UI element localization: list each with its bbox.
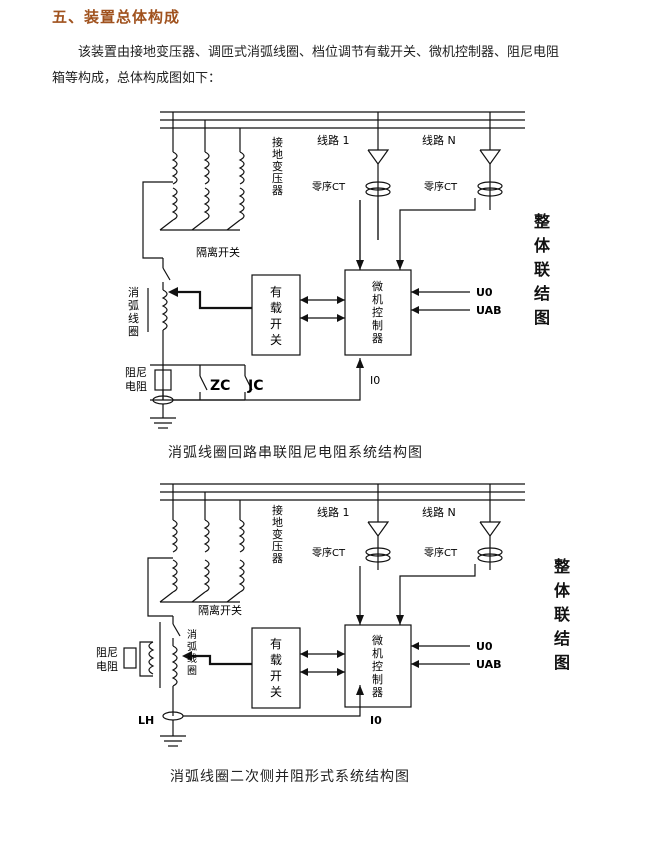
label-coil: 消 弧 线 圈	[128, 285, 139, 338]
label-line-1: 线路 1	[317, 133, 350, 147]
svg-text:开: 开	[270, 669, 282, 683]
side-title-2: 整 体 联 结 图	[553, 557, 570, 672]
label-isolation-switch: 隔离开关	[196, 245, 240, 259]
intro-line-1: 该装置由接地变压器、调匝式消弧线圈、档位调节有载开关、微机控制器、阻尼电阻	[78, 45, 560, 60]
svg-text:机: 机	[372, 292, 383, 306]
svg-text:接: 接	[272, 504, 283, 517]
svg-text:地: 地	[272, 516, 283, 529]
svg-text:弧: 弧	[128, 298, 139, 312]
label-coil: 消 弧 线 圈	[187, 628, 197, 677]
svg-text:制: 制	[372, 673, 383, 686]
section-heading: 五、装置总体构成	[52, 8, 181, 26]
label-line-1: 线路 1	[317, 505, 350, 519]
svg-text:变: 变	[272, 159, 283, 173]
label-damping-resistor: 阻尼 电阻	[125, 366, 147, 393]
label-uab: UAB	[476, 304, 502, 317]
svg-text:控: 控	[372, 305, 383, 319]
label-u0: U0	[476, 286, 493, 299]
svg-text:阻尼: 阻尼	[125, 366, 147, 379]
svg-text:微: 微	[372, 633, 383, 647]
svg-text:圈: 圈	[187, 665, 197, 677]
svg-text:弧: 弧	[187, 640, 197, 653]
svg-text:载: 载	[270, 301, 282, 315]
svg-text:消: 消	[187, 628, 197, 641]
svg-text:关: 关	[270, 333, 282, 347]
svg-text:线: 线	[128, 311, 139, 325]
svg-text:电阻: 电阻	[125, 380, 147, 393]
label-u0: U0	[476, 640, 493, 653]
svg-text:压: 压	[272, 172, 283, 185]
label-uab: UAB	[476, 658, 502, 671]
caption-2: 消弧线圈二次侧并阻形式系统结构图	[170, 769, 410, 785]
svg-text:地: 地	[272, 148, 283, 161]
svg-text:变: 变	[272, 527, 283, 541]
svg-text:机: 机	[372, 646, 383, 660]
svg-text:有: 有	[270, 285, 282, 299]
label-ct-2: 零序CT	[424, 546, 458, 559]
svg-text:微: 微	[372, 279, 383, 293]
label-io: I0	[370, 374, 380, 387]
svg-text:消: 消	[128, 285, 139, 299]
label-ct-1: 零序CT	[312, 546, 346, 559]
label-damping-resistor: 阻尼 电阻	[96, 646, 118, 673]
intro-paragraph: 该装置由接地变压器、调匝式消弧线圈、档位调节有载开关、微机控制器、阻尼电阻 箱等…	[52, 40, 612, 92]
label-ct-1: 零序CT	[312, 180, 346, 193]
intro-line-2: 箱等构成，总体构成图如下：	[52, 71, 222, 86]
label-line-n: 线路 N	[422, 505, 456, 519]
diagram-series-damping: 线路 1 线路 N 零序CT 零序CT 接 地 变 压 器 隔离开关 消 弧 线…	[125, 111, 525, 429]
svg-text:器: 器	[272, 552, 283, 565]
svg-text:控: 控	[372, 659, 383, 673]
label-jc: JC	[247, 378, 263, 394]
svg-text:器: 器	[372, 332, 383, 345]
label-zc: ZC	[210, 378, 230, 394]
svg-text:载: 载	[270, 653, 282, 667]
side-title-1: 整 体 联 结 图	[533, 212, 550, 327]
svg-text:开: 开	[270, 317, 282, 331]
svg-text:压: 压	[272, 540, 283, 553]
label-isolation-switch: 隔离开关	[198, 603, 242, 617]
label-ct-2: 零序CT	[424, 180, 458, 193]
label-controller: 微 机 控 制 器	[372, 633, 383, 699]
svg-text:圈: 圈	[128, 325, 139, 338]
label-io: I0	[370, 714, 382, 727]
label-transformer: 接 地 变 压 器	[272, 136, 283, 197]
svg-text:关: 关	[270, 685, 282, 699]
svg-text:有: 有	[270, 637, 282, 651]
svg-text:阻尼: 阻尼	[96, 646, 118, 659]
svg-text:线: 线	[187, 652, 197, 665]
svg-text:电阻: 电阻	[96, 660, 118, 673]
label-line-n: 线路 N	[422, 133, 456, 147]
svg-text:器: 器	[372, 686, 383, 699]
svg-text:制: 制	[372, 319, 383, 332]
label-lh: LH	[138, 714, 154, 727]
svg-text:接: 接	[272, 136, 283, 149]
label-transformer: 接 地 变 压 器	[272, 504, 283, 565]
diagram-secondary-parallel: 线路 1 线路 N 零序CT 零序CT 接 地 变 压 器 隔离开关 消 弧 线…	[96, 483, 525, 747]
caption-1: 消弧线圈回路串联阻尼电阻系统结构图	[168, 445, 423, 461]
label-tap-switch: 有 载 开 关	[270, 637, 282, 699]
svg-text:器: 器	[272, 184, 283, 197]
label-controller: 微 机 控 制 器	[372, 279, 383, 345]
label-tap-switch: 有 载 开 关	[270, 285, 282, 347]
